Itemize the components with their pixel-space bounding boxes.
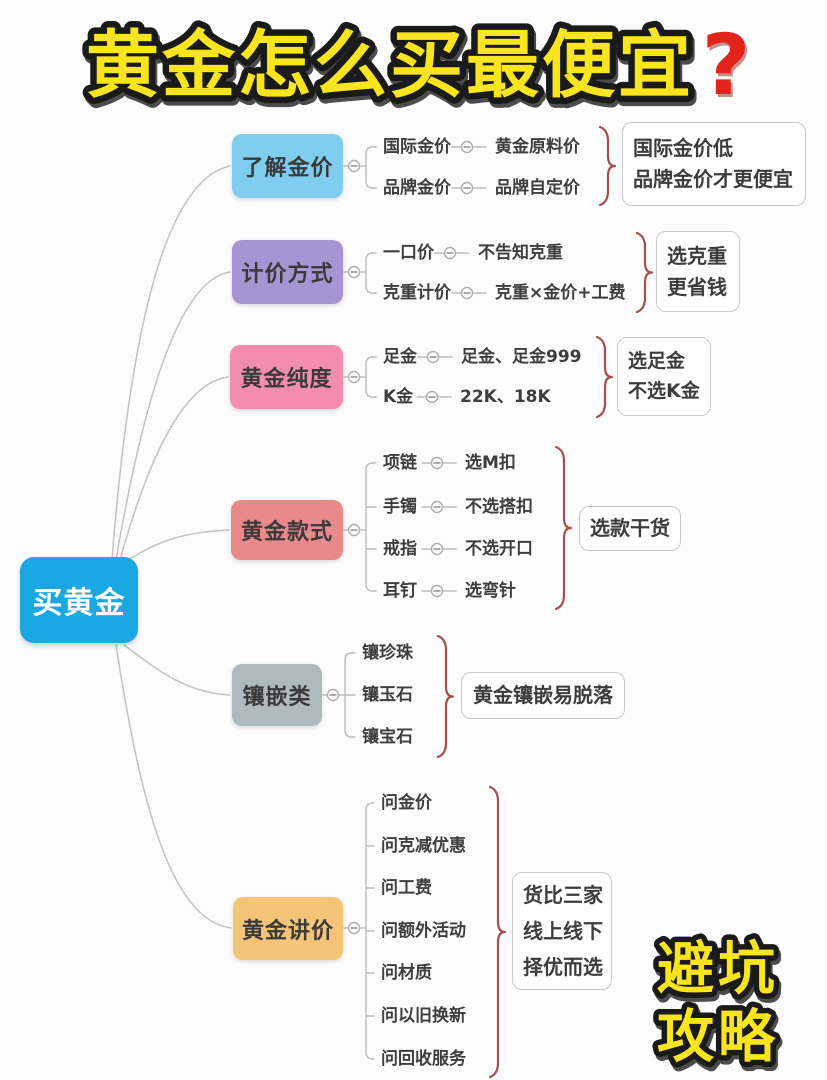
child-label: 问材质 bbox=[381, 963, 432, 983]
child-label: 手镯 bbox=[383, 497, 417, 517]
connector-line bbox=[598, 125, 617, 207]
child-label: 国际金价 bbox=[383, 137, 451, 157]
child-label: 镶珍珠 bbox=[362, 643, 413, 663]
branch-inlay-type: 镶嵌类 bbox=[232, 664, 322, 726]
note-box-gold-price: 国际金价低 品牌金价才更便宜 bbox=[622, 122, 806, 206]
note-line: 择优而选 bbox=[523, 955, 603, 979]
note-box-styles: 选款干货 bbox=[579, 506, 681, 551]
child-label: 镶宝石 bbox=[362, 727, 413, 747]
page-title: 黄金怎么买最便宜 bbox=[86, 23, 694, 108]
connector-line bbox=[635, 231, 654, 314]
grandchild-label: 克重×金价+工费 bbox=[495, 283, 626, 303]
branch-pricing-method: 计价方式 bbox=[232, 240, 343, 304]
note-line: 黄金镶嵌易脱落 bbox=[473, 683, 613, 707]
connector-line bbox=[488, 785, 507, 1079]
note-line: 选克重 bbox=[667, 243, 727, 268]
child-label: 问工费 bbox=[381, 878, 432, 898]
child-label: 问金价 bbox=[381, 793, 432, 813]
child-label: 问以旧换新 bbox=[381, 1006, 466, 1026]
grandchild-label: 选弯针 bbox=[465, 581, 516, 601]
grandchild-label: 22K、18K bbox=[460, 387, 551, 407]
connector-line bbox=[365, 462, 374, 592]
connector-line bbox=[365, 146, 374, 189]
connector-line bbox=[436, 634, 455, 759]
branch-gold-purity: 黄金纯度 bbox=[230, 345, 343, 409]
branch-know-gold-price: 了解金价 bbox=[232, 134, 343, 198]
child-label: 品牌金价 bbox=[383, 178, 451, 198]
child-label: K金 bbox=[383, 387, 414, 407]
note-line: 货比三家 bbox=[523, 883, 603, 907]
note-box-inlay: 黄金镶嵌易脱落 bbox=[461, 672, 625, 719]
note-line: 不选K金 bbox=[628, 379, 700, 402]
connector-line bbox=[365, 252, 374, 294]
grandchild-label: 不选开口 bbox=[465, 539, 533, 559]
child-label: 耳钉 bbox=[383, 581, 417, 601]
note-line: 选足金 bbox=[628, 350, 686, 373]
grandchild-label: 选M扣 bbox=[465, 453, 516, 473]
connector-line bbox=[115, 644, 232, 929]
grandchild-label: 品牌自定价 bbox=[495, 178, 580, 198]
connector-line bbox=[123, 644, 231, 696]
grandchild-label: 不告知克重 bbox=[478, 243, 563, 263]
note-line: 国际金价低 bbox=[633, 136, 733, 160]
grandchild-label: 足金、足金999 bbox=[461, 347, 582, 367]
connector-line bbox=[127, 529, 230, 561]
note-line: 选款干货 bbox=[590, 516, 670, 540]
slogan-line-2: 攻略 bbox=[657, 1004, 779, 1070]
note-box-purity: 选足金 不选K金 bbox=[617, 337, 711, 416]
child-label: 问回收服务 bbox=[381, 1049, 466, 1069]
child-label: 项链 bbox=[383, 453, 417, 473]
child-label: 一口价 bbox=[383, 243, 434, 263]
grandchild-label: 黄金原料价 bbox=[495, 137, 580, 157]
note-line: 更省钱 bbox=[667, 274, 727, 299]
branch-gold-styles: 黄金款式 bbox=[231, 500, 343, 560]
child-label: 戒指 bbox=[383, 539, 417, 559]
child-label: 镶玉石 bbox=[362, 685, 413, 705]
child-label: 足金 bbox=[383, 347, 417, 367]
note-line: 线上线下 bbox=[523, 919, 603, 943]
root-node-buy-gold: 买黄金 bbox=[20, 557, 138, 643]
child-label: 问克减优惠 bbox=[381, 836, 466, 856]
note-box-bargaining: 货比三家 线上线下 择优而选 bbox=[512, 872, 612, 990]
child-label: 克重计价 bbox=[383, 283, 451, 303]
connector-line bbox=[554, 445, 573, 611]
slogan-line-1: 避坑 bbox=[657, 936, 779, 1002]
grandchild-label: 不选搭扣 bbox=[465, 497, 533, 517]
question-mark-icon: ? bbox=[702, 16, 751, 114]
note-box-pricing: 选克重 更省钱 bbox=[656, 231, 740, 312]
connector-line bbox=[365, 356, 374, 398]
connector-line bbox=[115, 271, 231, 561]
branch-gold-bargaining: 黄金讲价 bbox=[233, 897, 343, 960]
connector-line bbox=[595, 335, 614, 419]
connector-line bbox=[111, 165, 231, 561]
note-line: 品牌金价才更便宜 bbox=[633, 167, 793, 191]
connector-line bbox=[119, 376, 229, 561]
child-label: 问额外活动 bbox=[381, 921, 466, 941]
